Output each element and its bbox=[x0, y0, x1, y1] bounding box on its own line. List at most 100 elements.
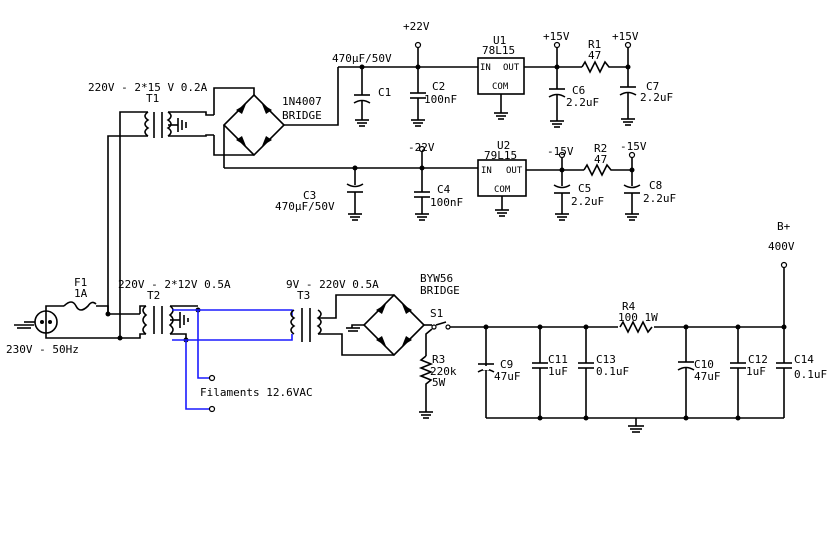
resistor-r4 bbox=[618, 320, 654, 334]
label-minus15b: -15V bbox=[620, 140, 647, 153]
label-t3-spec: 9V - 220V 0.5A bbox=[286, 278, 379, 291]
label-c13: C13 bbox=[596, 353, 616, 366]
label-c8: C8 bbox=[649, 179, 662, 192]
label-t2-spec: 220V - 2*12V 0.5A bbox=[118, 278, 231, 291]
resistor-r1 bbox=[581, 60, 628, 74]
label-bridge2: BRIDGE bbox=[420, 284, 460, 297]
resistor-r3 bbox=[418, 355, 434, 419]
label-u1-out: OUT bbox=[503, 63, 520, 73]
regulator-u1 bbox=[477, 57, 525, 120]
capacitor-c14 bbox=[776, 327, 792, 418]
label-r1-value: 47 bbox=[588, 49, 601, 62]
regulator-u2 bbox=[477, 159, 527, 217]
capacitor-c12 bbox=[730, 327, 746, 418]
label-c14-value: 0.1uF bbox=[794, 368, 827, 381]
diode-icon bbox=[236, 104, 272, 146]
label-t1: T1 bbox=[146, 92, 159, 105]
label-bridge2-part: BYW56 bbox=[420, 272, 453, 285]
transformer-t3 bbox=[290, 294, 394, 356]
mains-plug-icon bbox=[34, 310, 58, 334]
label-u2-out: OUT bbox=[506, 166, 523, 176]
label-400v: 400V bbox=[768, 240, 795, 253]
capacitor-c13 bbox=[578, 327, 594, 418]
bridge-rectifier-1 bbox=[213, 67, 339, 168]
label-c6-value: 2.2uF bbox=[566, 96, 599, 109]
label-u2-com: COM bbox=[494, 185, 511, 195]
label-c6: C6 bbox=[572, 84, 585, 97]
label-u1: U1 bbox=[493, 34, 506, 47]
labels: +22V U1 78L15 +15V R1 47 +15V 470µF/50V … bbox=[6, 20, 827, 399]
label-c5: C5 bbox=[578, 182, 591, 195]
label-c7-value: 2.2uF bbox=[640, 91, 673, 104]
label-c14: C14 bbox=[794, 353, 814, 366]
resistor-r2 bbox=[583, 163, 632, 177]
label-c12-value: 1uF bbox=[746, 365, 766, 378]
label-c7: C7 bbox=[646, 80, 659, 93]
label-filaments: Filaments 12.6VAC bbox=[200, 386, 313, 399]
fuse-f1 bbox=[63, 301, 97, 311]
transformer-t1 bbox=[107, 111, 214, 336]
capacitor-c2 bbox=[410, 67, 426, 127]
label-bridge1-part: 1N4007 bbox=[282, 95, 322, 108]
positive-supply bbox=[107, 41, 637, 336]
label-f1-value: 1A bbox=[74, 287, 88, 300]
filament-wiring bbox=[172, 307, 293, 413]
label-u2-part: 79L15 bbox=[484, 149, 517, 162]
label-r3: R3 bbox=[432, 353, 445, 366]
label-plus15a: +15V bbox=[543, 30, 570, 43]
capacitor-c8 bbox=[623, 170, 641, 221]
label-c1: C1 bbox=[378, 86, 391, 99]
label-c470a: 470µF/50V bbox=[332, 52, 392, 65]
label-c2: C2 bbox=[432, 80, 445, 93]
switch-s1 bbox=[425, 321, 784, 356]
capacitor-c5 bbox=[553, 170, 571, 221]
capacitor-c10 bbox=[677, 327, 695, 418]
label-c8-value: 2.2uF bbox=[643, 192, 676, 205]
label-r4: R4 bbox=[622, 300, 636, 313]
mains-input bbox=[14, 301, 140, 341]
label-mains: 230V - 50Hz bbox=[6, 343, 79, 356]
label-bplus: B+ bbox=[777, 220, 791, 233]
label-c12: C12 bbox=[748, 353, 768, 366]
capacitor-c3 bbox=[346, 168, 364, 221]
label-r3-value: 220k bbox=[430, 365, 457, 378]
label-u2: U2 bbox=[497, 139, 510, 152]
label-c2-value: 100nF bbox=[424, 93, 457, 106]
label-c5-value: 2.2uF bbox=[571, 195, 604, 208]
label-s1: S1 bbox=[430, 307, 443, 320]
transformer-t2 bbox=[120, 305, 198, 340]
capacitor-c11 bbox=[532, 327, 548, 418]
label-r1: R1 bbox=[588, 38, 601, 51]
label-r3-power: 5W bbox=[432, 376, 446, 389]
label-plus22: +22V bbox=[403, 20, 430, 33]
capacitor-c1 bbox=[353, 67, 371, 127]
hv-filter bbox=[477, 261, 792, 433]
label-t3: T3 bbox=[297, 289, 310, 302]
capacitor-c6 bbox=[548, 67, 566, 128]
bridge-rectifier-2 bbox=[346, 293, 432, 357]
label-u1-part: 78L15 bbox=[482, 44, 515, 57]
diode-icon bbox=[376, 304, 412, 346]
capacitor-c4 bbox=[414, 168, 430, 221]
capacitor-c7 bbox=[619, 67, 637, 126]
label-c4: C4 bbox=[437, 183, 451, 196]
label-minus22: -22V bbox=[408, 141, 435, 154]
negative-supply bbox=[224, 145, 641, 221]
label-bridge1: BRIDGE bbox=[282, 109, 322, 122]
label-c3: C3 bbox=[303, 189, 316, 202]
label-c11: C11 bbox=[548, 353, 568, 366]
label-c13-value: 0.1uF bbox=[596, 365, 629, 378]
label-t2: T2 bbox=[147, 289, 160, 302]
label-c9-value: 47uF bbox=[494, 370, 521, 383]
label-c9: C9 bbox=[500, 358, 513, 371]
label-c10: C10 bbox=[694, 358, 714, 371]
label-minus15a: -15V bbox=[547, 145, 574, 158]
label-c11-value: 1uF bbox=[548, 365, 568, 378]
label-c10-value: 47uF bbox=[694, 370, 721, 383]
label-c4-value: 100nF bbox=[430, 196, 463, 209]
label-f1: F1 bbox=[74, 276, 87, 289]
label-r2-value: 47 bbox=[594, 153, 607, 166]
label-c3-value: 470µF/50V bbox=[275, 200, 335, 213]
label-r4-value: 100 1W bbox=[618, 311, 658, 324]
